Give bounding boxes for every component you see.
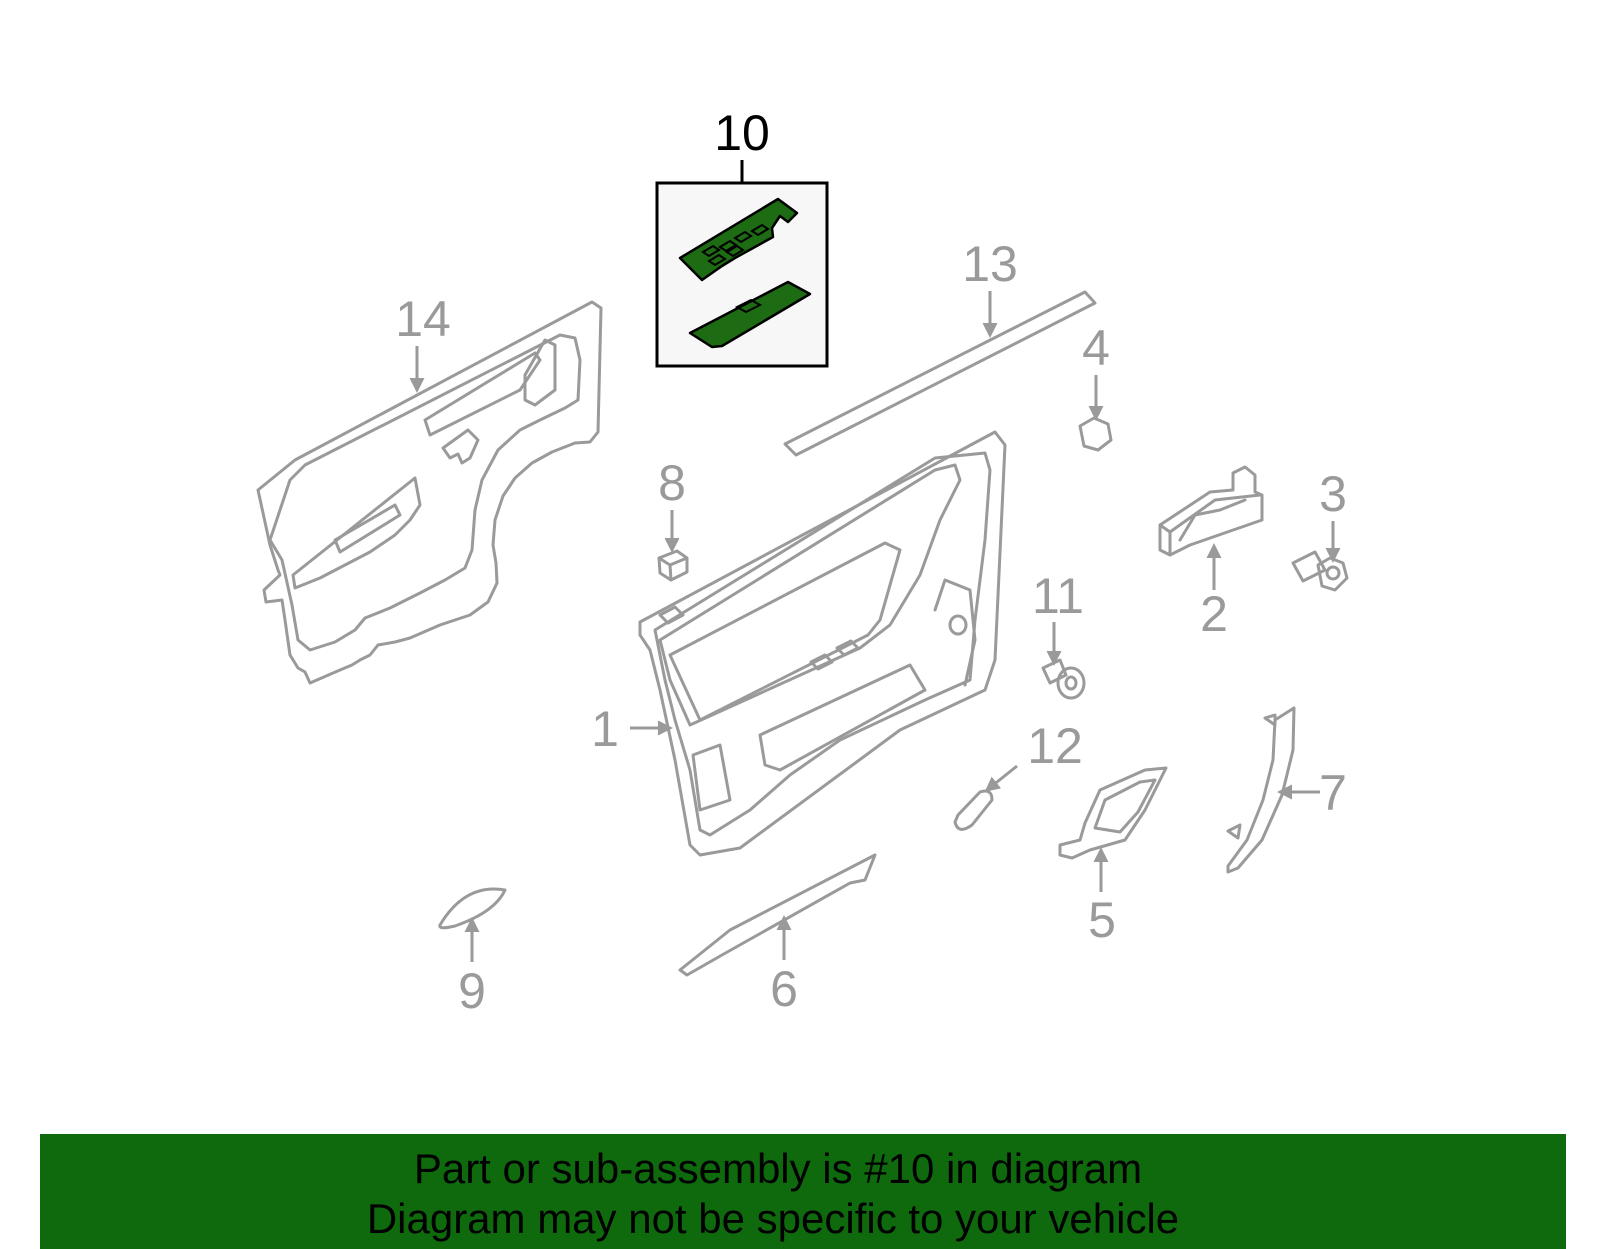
- callout-13: 13: [962, 236, 1018, 292]
- callout-2: 2: [1200, 586, 1228, 642]
- part-10-window-switch[interactable]: 10: [655, 105, 829, 368]
- callout-7: 7: [1319, 765, 1347, 821]
- part-7-trim-strip: 7: [1226, 706, 1347, 874]
- part-5-inside-handle: 5: [1058, 766, 1168, 948]
- callout-10: 10: [714, 105, 770, 161]
- banner-line-2: Diagram may not be specific to your vehi…: [366, 1195, 1180, 1242]
- callout-11: 11: [1032, 568, 1084, 624]
- part-10-box: [655, 181, 829, 368]
- callout-6: 6: [770, 961, 798, 1017]
- callout-1: 1: [591, 701, 619, 757]
- part-9-cap: 9: [438, 887, 507, 1019]
- part-1-door-trim-panel: 1: [591, 430, 1007, 857]
- part-4-nut: 4: [1078, 320, 1113, 452]
- banner-line-1: Part or sub-assembly is #10 in diagram: [413, 1145, 1143, 1192]
- part-14-door-backing: 14: [256, 291, 603, 685]
- callout-9: 9: [458, 963, 486, 1019]
- info-banner: Part or sub-assembly is #10 in diagram D…: [40, 1134, 1566, 1249]
- callout-12: 12: [1027, 718, 1083, 774]
- part-13-belt-molding: 13: [783, 236, 1097, 457]
- callout-14: 14: [395, 291, 451, 347]
- callout-8: 8: [658, 455, 686, 511]
- single-switch-panel: [688, 280, 812, 349]
- part-2-pull-handle-bracket: 2: [1158, 465, 1264, 642]
- part-3-bolt: 3: [1291, 466, 1349, 592]
- part-6-lower-molding: 6: [678, 853, 877, 1017]
- part-8-clip: 8: [657, 455, 689, 582]
- callout-3: 3: [1319, 466, 1347, 522]
- part-12-plug: 12: [953, 718, 1083, 831]
- callout-4: 4: [1082, 320, 1110, 376]
- callout-5: 5: [1088, 892, 1116, 948]
- part-11-screw: 11: [1032, 568, 1086, 700]
